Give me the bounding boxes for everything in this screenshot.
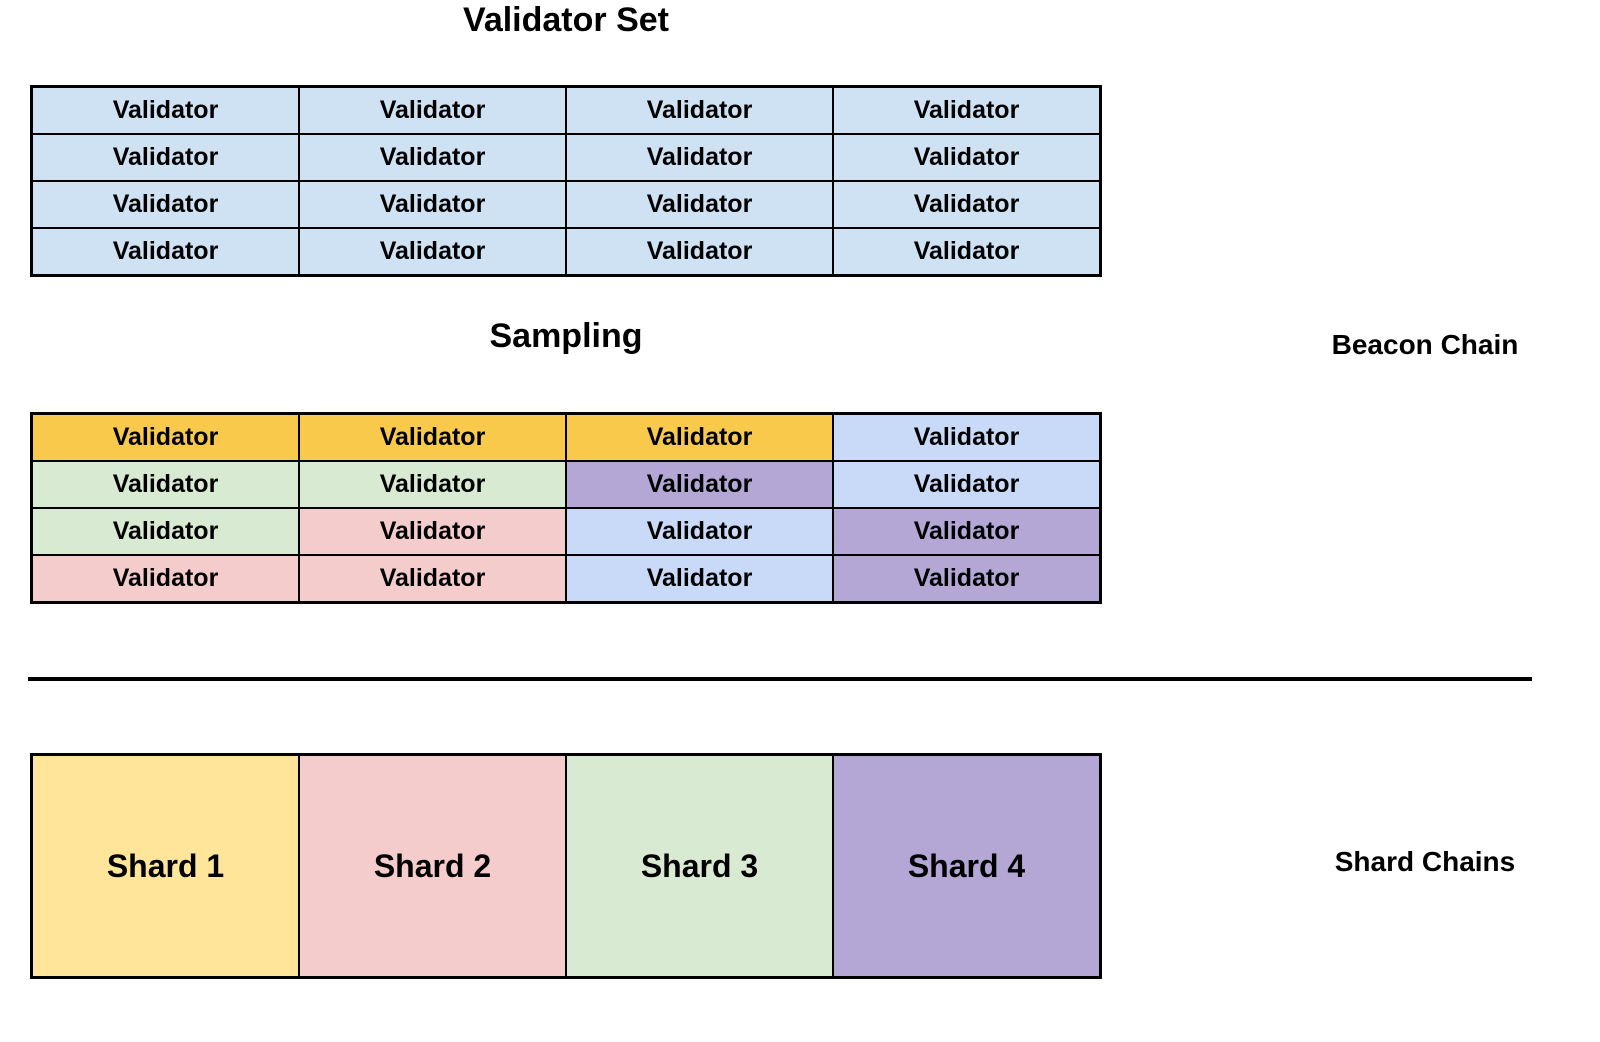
validator-cell: Validator bbox=[833, 228, 1100, 275]
sampled-validator-cell: Validator bbox=[299, 414, 566, 461]
shard-box: Shard 1 bbox=[32, 755, 299, 977]
sampled-validator-cell: Validator bbox=[299, 508, 566, 555]
validator-cell: Validator bbox=[299, 228, 566, 275]
validator-cell: Validator bbox=[32, 228, 299, 275]
validator-cell: Validator bbox=[833, 134, 1100, 181]
validator-cell: Validator bbox=[299, 181, 566, 228]
validator-cell: Validator bbox=[566, 134, 833, 181]
validator-cell: Validator bbox=[833, 87, 1100, 134]
sampled-validator-cell: Validator bbox=[833, 461, 1100, 508]
beacon-chain-label: Beacon Chain bbox=[1331, 329, 1519, 360]
sampled-validator-cell: Validator bbox=[833, 508, 1100, 555]
sampled-validator-cell: Validator bbox=[32, 414, 299, 461]
validator-cell: Validator bbox=[299, 87, 566, 134]
validator-cell: Validator bbox=[299, 134, 566, 181]
shard-box: Shard 2 bbox=[299, 755, 566, 977]
shard-box: Shard 3 bbox=[566, 755, 833, 977]
sampled-validator-cell: Validator bbox=[299, 461, 566, 508]
sampled-validator-cell: Validator bbox=[299, 555, 566, 602]
sampled-validator-cell: Validator bbox=[32, 461, 299, 508]
sampling-title: Sampling bbox=[489, 317, 643, 355]
validator-cell: Validator bbox=[833, 181, 1100, 228]
shard-box: Shard 4 bbox=[833, 755, 1100, 977]
shard-chains-row: Shard 1 Shard 2 Shard 3 Shard 4 bbox=[30, 753, 1102, 979]
validator-cell: Validator bbox=[32, 87, 299, 134]
sampled-validator-cell: Validator bbox=[833, 555, 1100, 602]
sampled-validator-cell: Validator bbox=[566, 461, 833, 508]
validator-cell: Validator bbox=[32, 134, 299, 181]
sampling-table: Validator Validator Validator Validator … bbox=[30, 412, 1102, 604]
validator-set-table: Validator Validator Validator Validator … bbox=[30, 85, 1102, 277]
validator-set-title: Validator Set bbox=[463, 1, 669, 39]
validator-cell: Validator bbox=[566, 228, 833, 275]
sampled-validator-cell: Validator bbox=[32, 555, 299, 602]
shard-chains-label: Shard Chains bbox=[1334, 846, 1516, 877]
sampled-validator-cell: Validator bbox=[566, 508, 833, 555]
validator-cell: Validator bbox=[566, 87, 833, 134]
sampled-validator-cell: Validator bbox=[32, 508, 299, 555]
sampled-validator-cell: Validator bbox=[566, 414, 833, 461]
validator-cell: Validator bbox=[32, 181, 299, 228]
sampled-validator-cell: Validator bbox=[566, 555, 833, 602]
beacon-shard-divider-line bbox=[28, 677, 1532, 681]
sampled-validator-cell: Validator bbox=[833, 414, 1100, 461]
validator-cell: Validator bbox=[566, 181, 833, 228]
